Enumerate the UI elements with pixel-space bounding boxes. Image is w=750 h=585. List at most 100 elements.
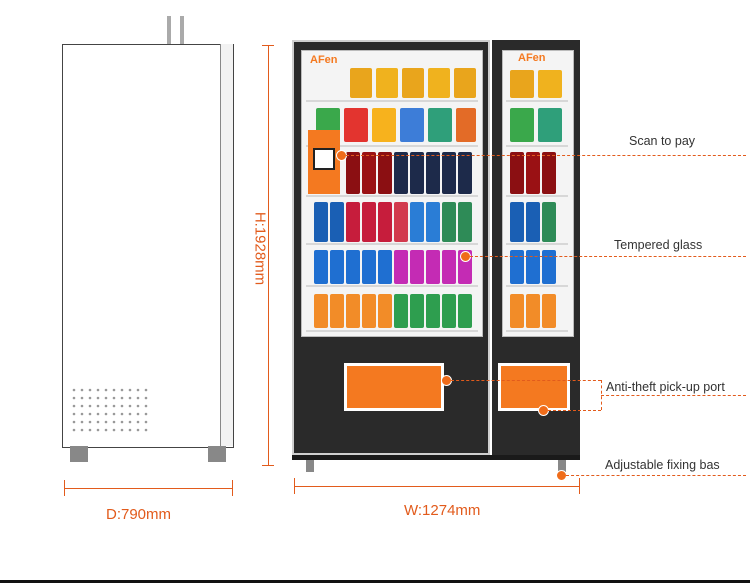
shelf	[506, 195, 568, 197]
base-plate	[292, 455, 580, 460]
shelf	[506, 100, 568, 102]
callout-line-glass	[470, 256, 746, 257]
depth-label: D:790mm	[106, 506, 172, 523]
product	[346, 202, 360, 242]
product	[376, 68, 398, 98]
product	[458, 152, 472, 194]
product	[378, 202, 392, 242]
product	[346, 294, 360, 328]
callout-line-pickup-main	[451, 380, 601, 381]
product	[454, 68, 476, 98]
product	[378, 152, 392, 194]
product	[410, 294, 424, 328]
product	[510, 108, 534, 142]
side-view	[52, 16, 247, 471]
callout-scan-to-pay: Scan to pay	[629, 134, 696, 148]
side-panel-edge	[220, 44, 233, 446]
product	[526, 294, 540, 328]
product	[362, 202, 376, 242]
shelf	[306, 330, 478, 332]
product	[510, 152, 524, 194]
product	[510, 294, 524, 328]
pickup-port-side[interactable]	[498, 363, 570, 411]
product	[362, 152, 376, 194]
product	[362, 250, 376, 284]
product	[372, 108, 396, 142]
product	[362, 294, 376, 328]
product	[442, 294, 456, 328]
fixing-foot	[558, 460, 566, 472]
product	[428, 108, 452, 142]
side-panel	[62, 44, 234, 448]
vending-machine: AFen	[292, 40, 580, 472]
product	[442, 202, 456, 242]
product	[442, 250, 456, 284]
product	[410, 202, 424, 242]
product	[402, 68, 424, 98]
product	[510, 70, 534, 98]
product	[426, 202, 440, 242]
shelf	[306, 100, 478, 102]
product	[426, 294, 440, 328]
height-label: H:1928mm	[251, 211, 269, 286]
product	[526, 152, 540, 194]
product	[378, 250, 392, 284]
product	[542, 152, 556, 194]
top-pipe	[180, 16, 184, 44]
callout-tempered-glass: Tempered glass	[614, 238, 703, 252]
width-label: W:1274mm	[404, 502, 481, 519]
foot	[208, 446, 226, 462]
shelf	[506, 330, 568, 332]
product	[510, 250, 524, 284]
callout-line-pickup-side	[548, 410, 601, 411]
height-dim-line	[268, 45, 269, 466]
product	[542, 250, 556, 284]
shelf	[306, 243, 478, 245]
shelf	[506, 285, 568, 287]
product	[426, 152, 440, 194]
product	[442, 152, 456, 194]
fixing-foot	[306, 460, 314, 472]
product	[400, 108, 424, 142]
product	[346, 250, 360, 284]
product	[314, 294, 328, 328]
bottom-divider	[0, 580, 750, 583]
product	[410, 250, 424, 284]
product	[542, 294, 556, 328]
product	[394, 294, 408, 328]
product	[378, 294, 392, 328]
product	[394, 202, 408, 242]
product	[350, 68, 372, 98]
callout-pickup-port: Anti-theft pick-up port	[606, 380, 725, 394]
product	[344, 108, 368, 142]
depth-dim-line	[64, 488, 233, 489]
pickup-port-main[interactable]	[344, 363, 444, 411]
callout-line-base	[566, 475, 746, 476]
callout-line-scan	[346, 155, 746, 156]
vent-grid	[72, 388, 148, 432]
product	[458, 294, 472, 328]
product	[426, 250, 440, 284]
product	[510, 202, 524, 242]
side-logo: AFen	[518, 52, 546, 64]
shelf	[306, 195, 478, 197]
machine-logo: AFen	[310, 54, 338, 66]
product	[526, 202, 540, 242]
product	[346, 152, 360, 194]
product	[330, 202, 344, 242]
product	[526, 250, 540, 284]
product	[330, 294, 344, 328]
product	[538, 70, 562, 98]
product	[538, 108, 562, 142]
product	[314, 202, 328, 242]
shelf	[306, 285, 478, 287]
shelf	[306, 145, 478, 147]
callout-line-pickup	[601, 395, 746, 396]
product	[394, 250, 408, 284]
product	[542, 202, 556, 242]
shelf	[506, 243, 568, 245]
shelf	[506, 145, 568, 147]
product	[394, 152, 408, 194]
top-pipe	[167, 16, 171, 44]
product	[330, 250, 344, 284]
